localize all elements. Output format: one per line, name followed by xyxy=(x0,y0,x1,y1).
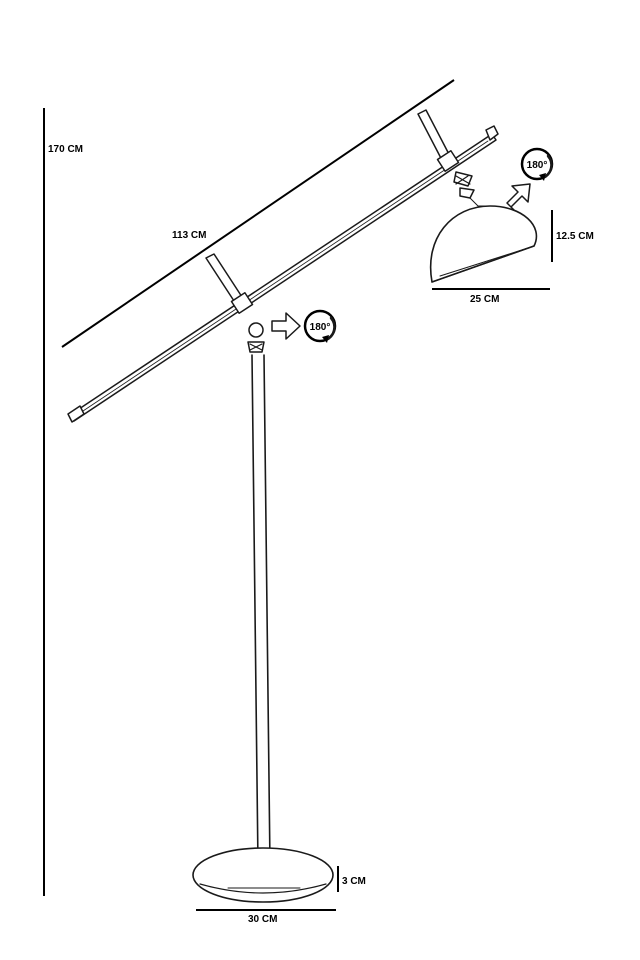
shade-adjust-knob xyxy=(417,109,460,172)
arm-length-dimension-line xyxy=(61,79,455,348)
up-right-arrow-icon xyxy=(506,183,531,211)
arm-rotation-label: 180° xyxy=(310,322,331,333)
lamp-pole xyxy=(251,354,271,866)
arm-rotation-indicator: 180° xyxy=(271,309,337,343)
arm-adjust-knob xyxy=(205,253,254,314)
lamp-shade xyxy=(429,197,538,283)
shade-rotation-indicator: 180° xyxy=(506,147,554,211)
base-diameter-dimension-label: 30 CM xyxy=(248,914,277,925)
pole-joint xyxy=(247,322,265,353)
right-arrow-icon xyxy=(271,312,301,340)
shade-joint xyxy=(453,171,475,199)
height-dimension-label: 170 CM xyxy=(48,144,83,155)
shade-rotation-label: 180° xyxy=(527,160,548,171)
arm-length-dimension-label: 113 CM xyxy=(172,230,206,241)
lamp-base xyxy=(192,847,334,903)
boom-arm xyxy=(67,125,499,423)
shade-height-dimension-label: 12.5 CM xyxy=(556,231,594,242)
shade-diameter-dimension-label: 25 CM xyxy=(470,294,499,305)
base-height-dimension-label: 3 CM xyxy=(342,876,366,887)
